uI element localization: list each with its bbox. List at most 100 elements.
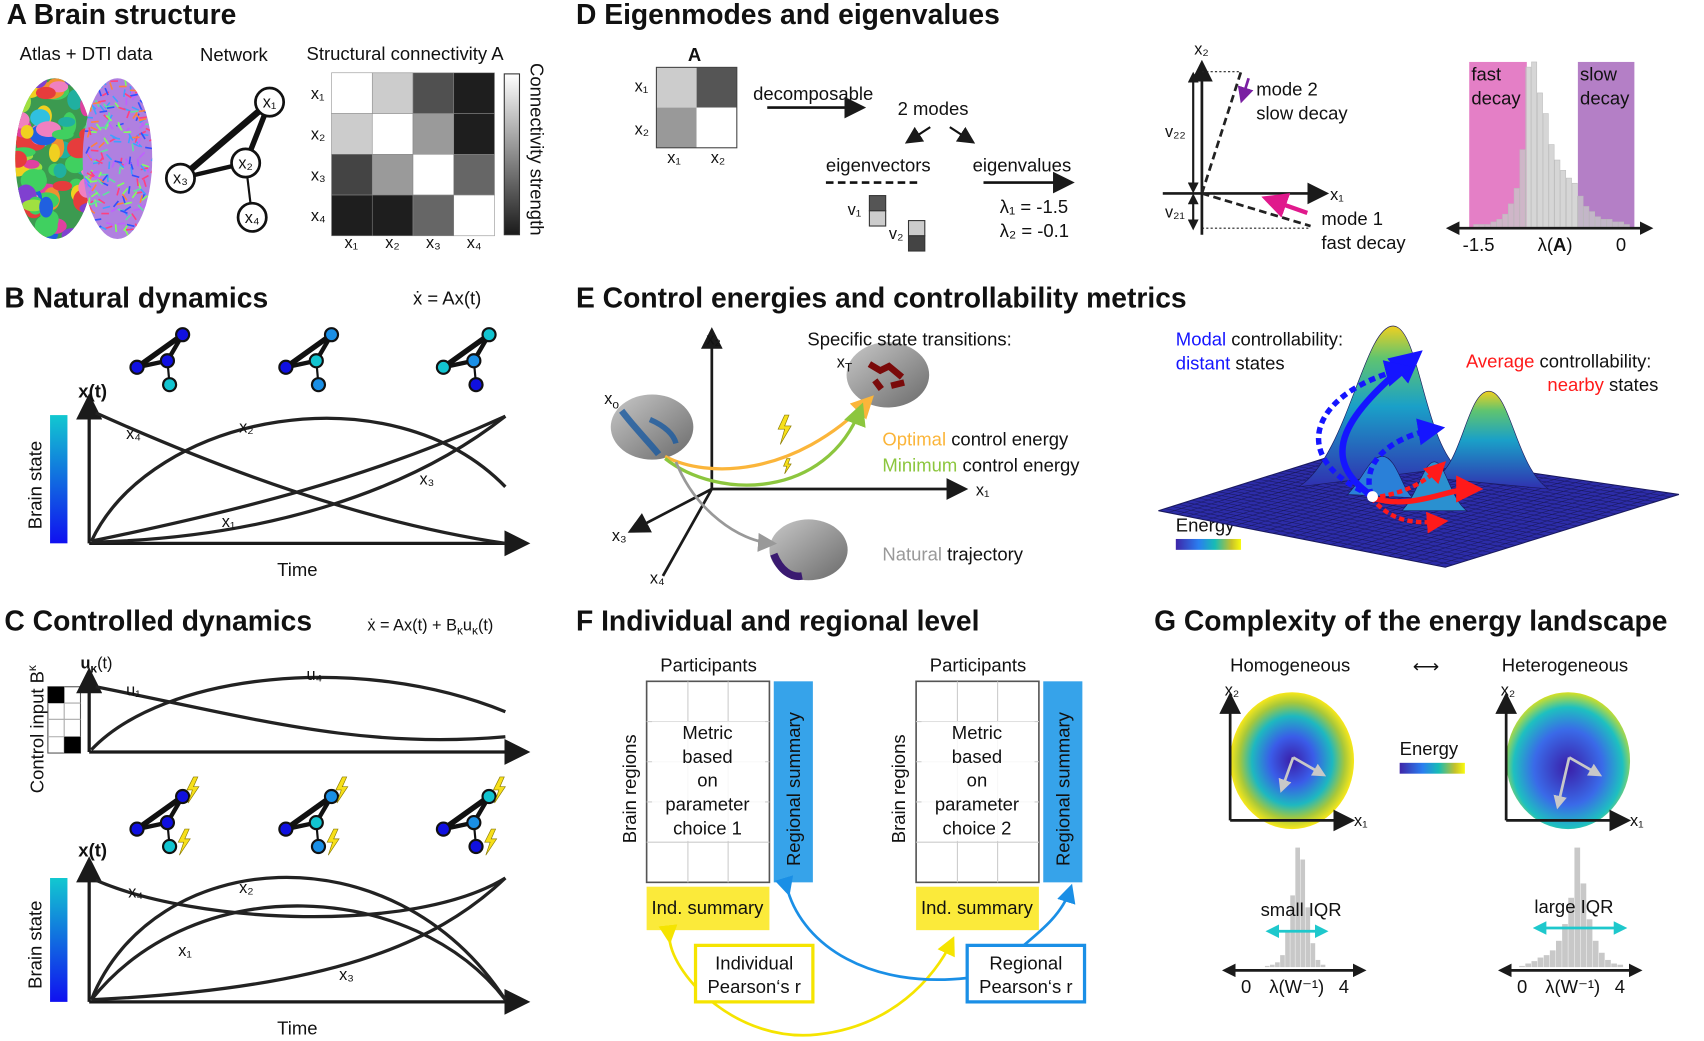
matrix-cell [331, 194, 373, 237]
modal-arrow-dashed [1366, 418, 1446, 497]
matrix-cell [453, 113, 495, 155]
histogram-bar [1315, 959, 1321, 968]
histogram-bar [1612, 221, 1619, 228]
label-x4: x₄ [128, 884, 143, 902]
network-node [466, 353, 482, 369]
metric-text: parameter [665, 794, 749, 815]
histogram-bar [1300, 859, 1306, 968]
fiber-tract [99, 110, 108, 113]
atlas-region [21, 199, 45, 212]
fiber-tract [130, 166, 133, 175]
fiber-tract [84, 179, 89, 188]
fiber-tract [128, 156, 132, 165]
fiber-tract [139, 116, 147, 119]
network-node [175, 788, 191, 805]
network-node [435, 821, 452, 837]
fiber-tract [110, 207, 119, 213]
curve-x4 [95, 411, 506, 545]
fiber-tract [140, 78, 149, 80]
mesh-line [1416, 489, 1647, 562]
matrix-col-label: x₂ [385, 234, 399, 252]
fiber-tract [141, 163, 150, 168]
fiber-tract [92, 101, 101, 105]
fiber-tract [82, 213, 87, 222]
fiber-tract [130, 93, 138, 97]
regional-summary-label: Regional summary [1052, 711, 1073, 866]
network-node [278, 821, 294, 837]
v21-label: v₂₁ [1165, 203, 1185, 221]
atlas-region [34, 214, 58, 237]
panel-g-title: G Complexity of the energy landscape [1154, 604, 1667, 636]
eigenvalue-histogram: fast decay slow decay -1.5 λ(A) 0 [1445, 61, 1654, 255]
minimum-trajectory [664, 402, 866, 487]
histogram-bar [1264, 965, 1270, 968]
fiber-tract [131, 143, 135, 152]
curve-x1 [90, 904, 507, 1001]
panel-c: C Controlled dynamics ẋ = Ax(t) + Bκuκ(t… [4, 604, 531, 1038]
atlas-region [15, 82, 30, 97]
fiber-tract [133, 188, 141, 193]
fiber-tract [98, 198, 106, 205]
fiber-tract [138, 117, 147, 122]
fiber-tract [140, 132, 146, 140]
fiber-tract [86, 172, 94, 178]
network-node [466, 814, 482, 831]
fiber-tract [132, 208, 141, 212]
regional-pearson-box: Regional Pearson‘s r [965, 943, 1087, 1004]
fiber-tract [116, 123, 123, 131]
mini-network [435, 327, 497, 393]
network-edge [284, 794, 334, 832]
natural-equation: ẋ = Ax(t) [413, 287, 481, 308]
network-node [161, 377, 178, 393]
xT-label: xT [837, 353, 853, 374]
metric-text: Metric [682, 722, 732, 743]
fiber-tract [128, 133, 134, 141]
histogram-bar [1490, 221, 1497, 228]
curve-x2 [89, 416, 507, 542]
network-node [481, 788, 497, 805]
lightning-icon [177, 828, 191, 856]
histogram-bar [1502, 213, 1509, 228]
matrix-cell [453, 154, 495, 196]
histogram-bar [1562, 924, 1568, 968]
fiber-tract [92, 106, 97, 115]
fiber-tract [146, 112, 153, 120]
panel-f-title: F Individual and regional level [576, 604, 979, 636]
fiber-tract [102, 191, 110, 196]
tick-four: 4 [1615, 976, 1625, 997]
double-arrow-icon: ⟷ [1413, 656, 1439, 677]
axis-x2: x₂ [1225, 681, 1239, 699]
fiber-tract [106, 221, 114, 226]
lightning-icon [186, 776, 200, 804]
fiber-tract [122, 195, 126, 204]
atlas-region [34, 169, 47, 188]
regional-summary-bar [1043, 681, 1083, 883]
fiber-tract [118, 166, 122, 175]
natural-legend: Natural trajectory [882, 544, 1023, 565]
fiber-tract [89, 80, 97, 83]
curve-x4 [95, 876, 507, 919]
fiber-tract [93, 218, 102, 221]
tick-min: -1.5 [1463, 234, 1495, 255]
panel-a: A Brain structure Atlas + DTI data Netwo… [7, 0, 548, 252]
panel-d-title: D Eigenmodes and eigenvalues [576, 0, 1000, 30]
fiber-tract [131, 106, 140, 112]
matrix-row-label: x₄ [311, 207, 326, 225]
eigenvalues-label: eigenvalues [973, 155, 1072, 176]
fiber-tract [93, 78, 100, 80]
brain-state-colorbar [50, 878, 68, 1002]
atlas-region [15, 150, 27, 168]
network-label: Network [200, 44, 268, 65]
hist-xlabel: λ(A) [1538, 234, 1573, 255]
fiber-tract [132, 111, 138, 120]
fiber-tract [118, 106, 126, 111]
fiber-tract [89, 180, 98, 183]
fiber-tract [82, 215, 88, 223]
histogram-bar [1554, 159, 1561, 228]
atlas-region [23, 159, 40, 169]
fiber-tract [99, 104, 106, 112]
box-line: Regional [989, 952, 1062, 973]
atlas-label: Atlas + DTI data [20, 43, 154, 64]
